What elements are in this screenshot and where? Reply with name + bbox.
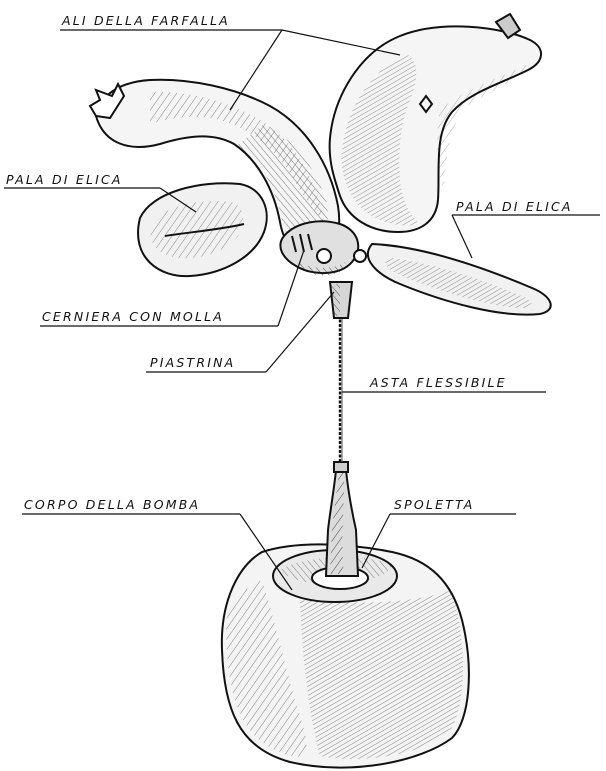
label-rod: ASTA FLESSIBILE	[369, 375, 507, 390]
label-plate: PIASTRINA	[150, 355, 235, 370]
propeller-blade-left-drawing	[138, 183, 267, 276]
label-blade-right: PALA DI ELICA	[456, 199, 573, 214]
hinge-with-spring-drawing	[280, 221, 366, 275]
bomb-body-drawing	[222, 544, 469, 767]
label-bomb-body: CORPO DELLA BOMBA	[24, 497, 200, 512]
fuze-drawing	[326, 462, 358, 576]
flexible-rod-drawing	[340, 318, 342, 462]
label-fuze: SPOLETTA	[394, 497, 474, 512]
plate-drawing	[330, 282, 352, 318]
propeller-blade-right-drawing	[368, 244, 551, 315]
label-hinge: CERNIERA CON MOLLA	[42, 309, 224, 324]
label-blade-left: PALA DI ELICA	[6, 172, 123, 187]
label-wings: ALI DELLA FARFALLA	[61, 13, 230, 28]
